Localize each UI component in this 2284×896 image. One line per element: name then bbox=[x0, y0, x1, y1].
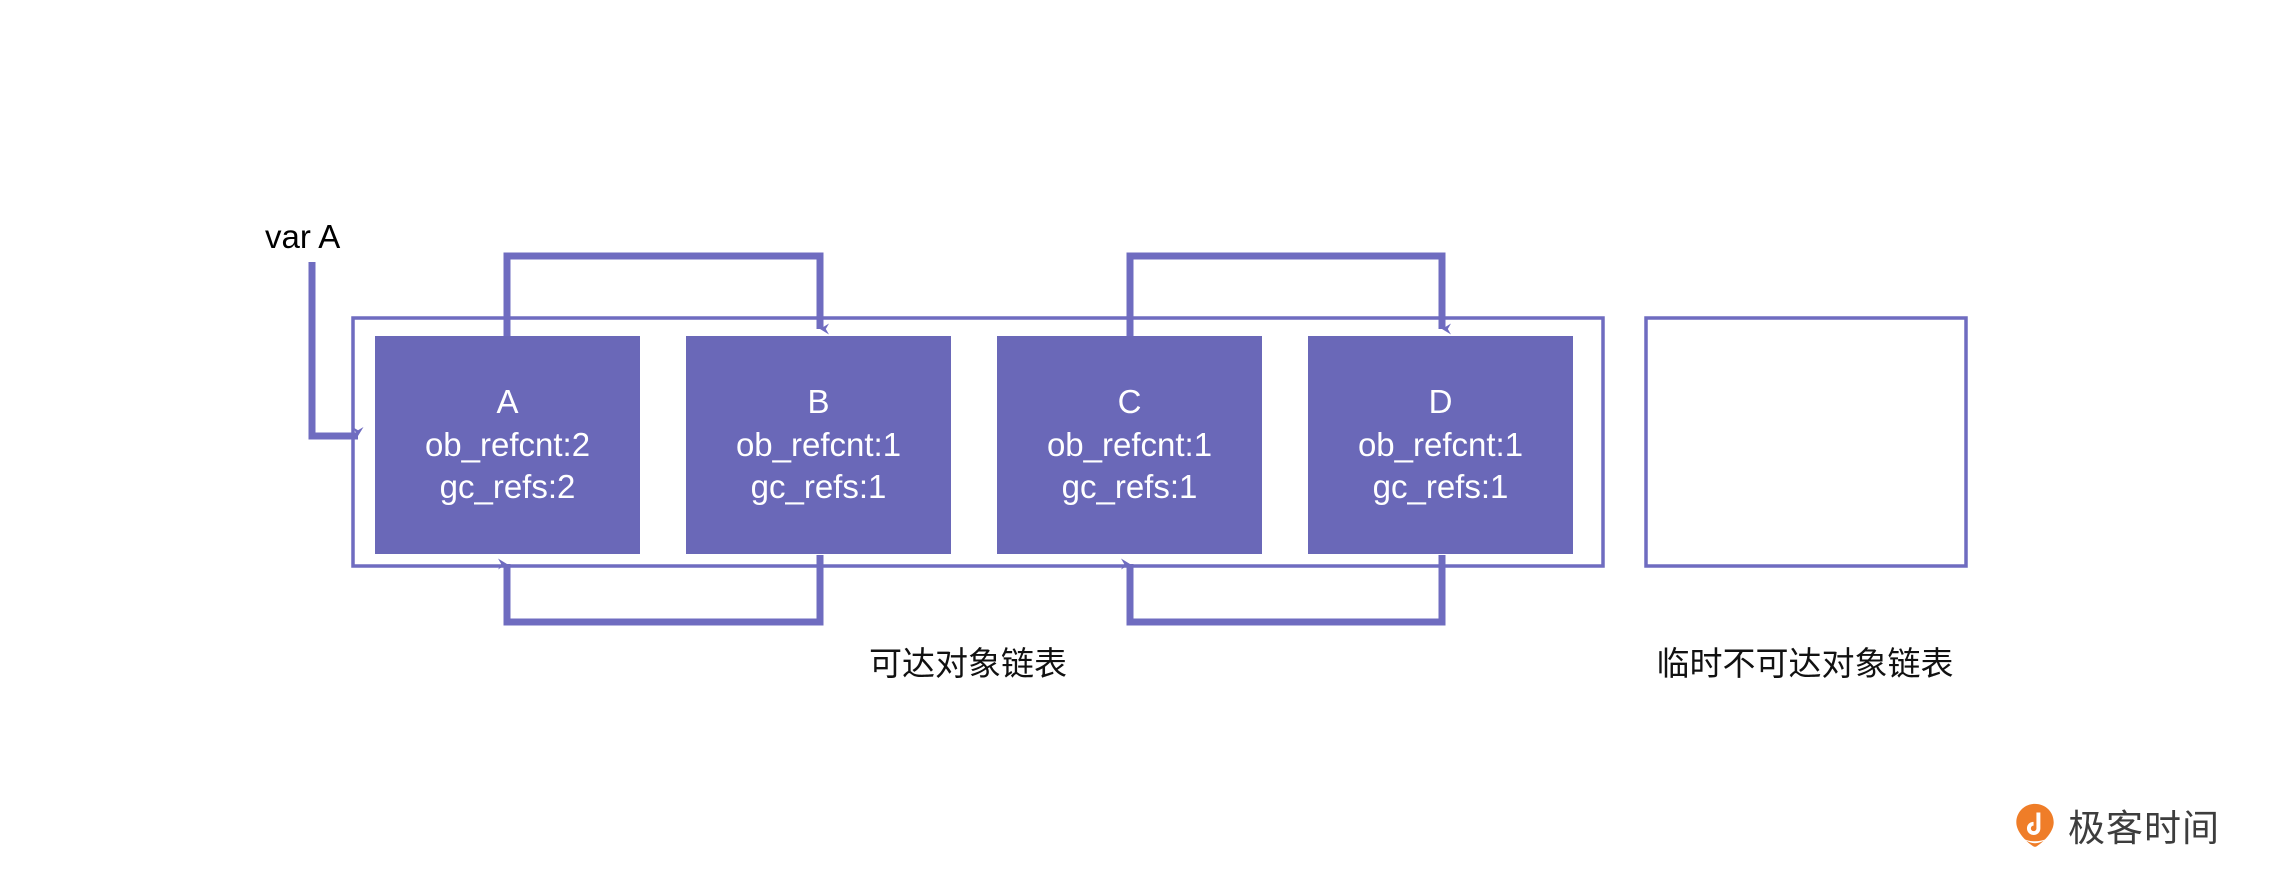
var-a-label: var A bbox=[265, 218, 341, 255]
edge-C-to-D bbox=[1126, 252, 1451, 337]
edge-varA-to-A bbox=[308, 262, 364, 440]
edge-A-to-B bbox=[503, 252, 829, 337]
geektime-pin-icon bbox=[2016, 803, 2054, 847]
node-rect-D[interactable] bbox=[1308, 336, 1573, 554]
node-rect-C[interactable] bbox=[997, 336, 1262, 554]
edge-B-to-A bbox=[498, 555, 824, 626]
node-rect-A[interactable] bbox=[375, 336, 640, 554]
container-tentatively-unreachable-outline bbox=[1644, 316, 1968, 568]
edge-D-to-C bbox=[1121, 555, 1446, 626]
caption-reachable-list: 可达对象链表 bbox=[869, 645, 1067, 682]
brand-logo: 极客时间 bbox=[2012, 798, 2220, 852]
container-reachable-outline bbox=[351, 316, 1605, 568]
caption-tentatively-unreachable-list: 临时不可达对象链表 bbox=[1656, 645, 1954, 682]
brand-name: 极客时间 bbox=[2068, 807, 2220, 850]
node-rect-B[interactable] bbox=[686, 336, 951, 554]
